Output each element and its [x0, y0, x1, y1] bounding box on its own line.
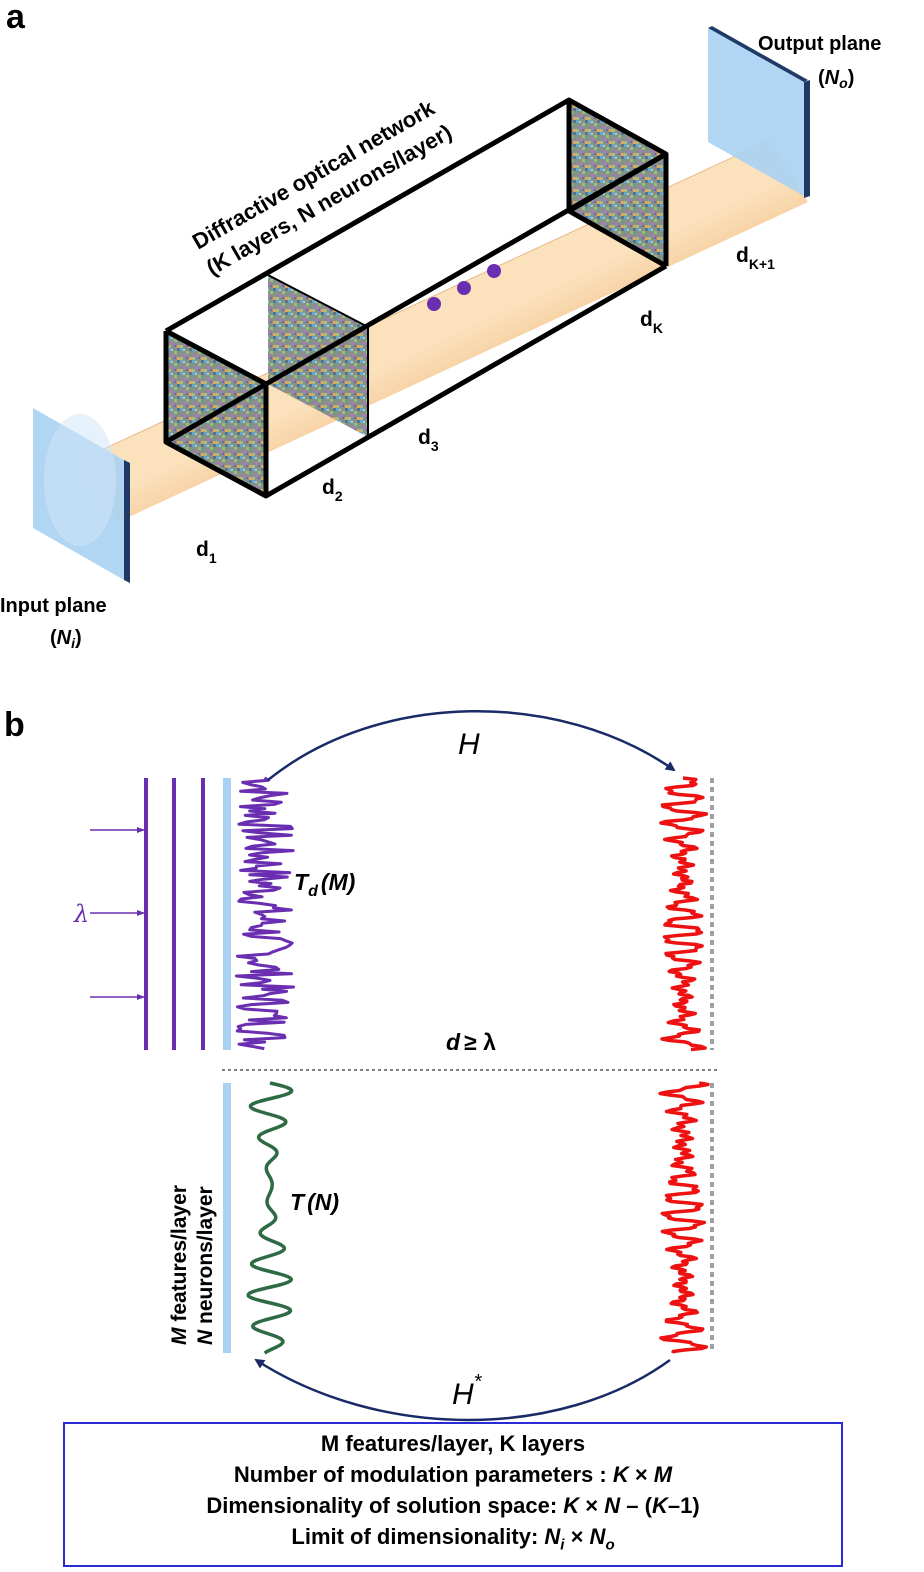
network-frame — [163, 97, 669, 499]
backward-propagation-arrow — [254, 1358, 671, 1422]
substrate-bottom — [223, 1083, 231, 1353]
summary-line-3: Dimensionality of solution space: K × N … — [206, 1493, 700, 1519]
input-plane-label: Input plane — [0, 595, 107, 617]
input-plane-symbol: (Ni) — [50, 627, 82, 651]
wavelength-symbol: λ — [73, 900, 89, 928]
ellipsis-dot-1 — [427, 297, 441, 311]
neuron-transmission-curve — [246, 1081, 294, 1355]
distance-d1: d1 — [196, 538, 217, 566]
output-plane — [708, 26, 810, 198]
summary-line-2: Number of modulation parameters : K × M — [233, 1462, 673, 1488]
ellipsis-dot-3 — [487, 264, 501, 278]
distance-d2: d2 — [322, 476, 343, 504]
network-title-line2: (K layers, N neurons/layer) — [202, 119, 456, 280]
input-plane — [33, 408, 130, 583]
network-title-line1: Diffractive optical network — [188, 95, 439, 255]
condition-label: d≥ λ — [446, 1029, 496, 1055]
beam-cylinder — [79, 139, 808, 522]
multilevel-transmission-curve — [234, 776, 295, 1051]
distance-d3: d3 — [418, 426, 439, 454]
incident-arrows — [90, 827, 145, 1000]
output-plane-symbol: (No) — [818, 67, 854, 91]
panel-b-label: b — [4, 706, 25, 744]
td-label: Td(M) — [294, 869, 355, 900]
neurons-per-layer-label: N neurons/layer — [194, 1186, 217, 1345]
substrate-top — [223, 778, 231, 1050]
features-per-layer-label: M features/layer — [168, 1185, 191, 1345]
incident-wavefronts — [144, 778, 205, 1050]
t-label: T(N) — [290, 1189, 339, 1215]
forward-operator-label: H — [458, 728, 480, 761]
forward-propagation-arrow — [267, 710, 676, 781]
distance-dk1: dK+1 — [736, 244, 775, 272]
panel-a-label: a — [6, 0, 26, 36]
output-field-curve-bottom — [658, 1081, 710, 1354]
output-field-curve-top — [659, 776, 709, 1052]
backward-operator-label: H* — [452, 1371, 483, 1411]
output-plane-label: Output plane — [758, 33, 881, 55]
ellipsis-dot-2 — [457, 281, 471, 295]
summary-box: M features/layer, K layers Number of mod… — [63, 1422, 843, 1567]
distance-dk: dK — [640, 308, 663, 336]
summary-line-4: Limit of dimensionality: Ni × No — [291, 1524, 615, 1554]
summary-line-1: M features/layer, K layers — [320, 1431, 586, 1457]
